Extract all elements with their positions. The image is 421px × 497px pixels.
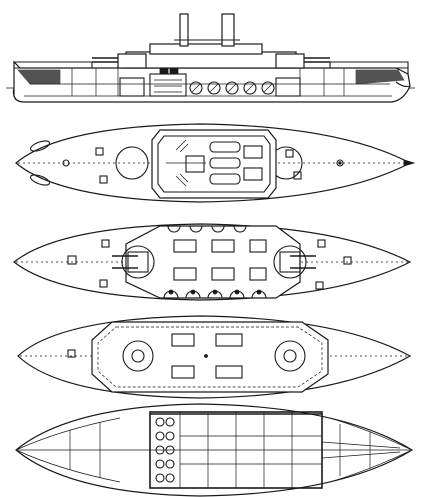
main-deck-plan-view [13, 223, 412, 301]
aft-turret-guns [290, 255, 316, 269]
aft-turret-plan [273, 245, 307, 279]
lower-deck-plan-view [17, 315, 412, 399]
fore-funnel [179, 13, 189, 47]
boat-2 [209, 157, 241, 169]
citadel-scallops-top [167, 225, 247, 233]
hold-plan-view [15, 403, 414, 497]
aft-turret [275, 53, 305, 69]
aft-barbette-lower [274, 340, 306, 372]
boiler-row [189, 81, 275, 95]
upper-deck-plan-view [15, 123, 416, 203]
bridge-deck [149, 43, 263, 55]
stern-davit-starboard [29, 174, 51, 186]
boat-3 [209, 173, 241, 185]
hold-boilers [155, 417, 175, 483]
stern-davit-port [29, 140, 51, 152]
fore-barbette-lower [122, 340, 154, 372]
superstructure-deck [151, 129, 277, 199]
fore-turret [117, 53, 147, 69]
fore-turret-guns [112, 255, 138, 269]
fore-barbette [115, 146, 149, 180]
aft-funnel [221, 13, 235, 47]
side-elevation-view [6, 13, 415, 103]
boat-1 [209, 141, 241, 153]
fore-turret-plan [121, 245, 155, 279]
armour-belt [91, 321, 329, 393]
